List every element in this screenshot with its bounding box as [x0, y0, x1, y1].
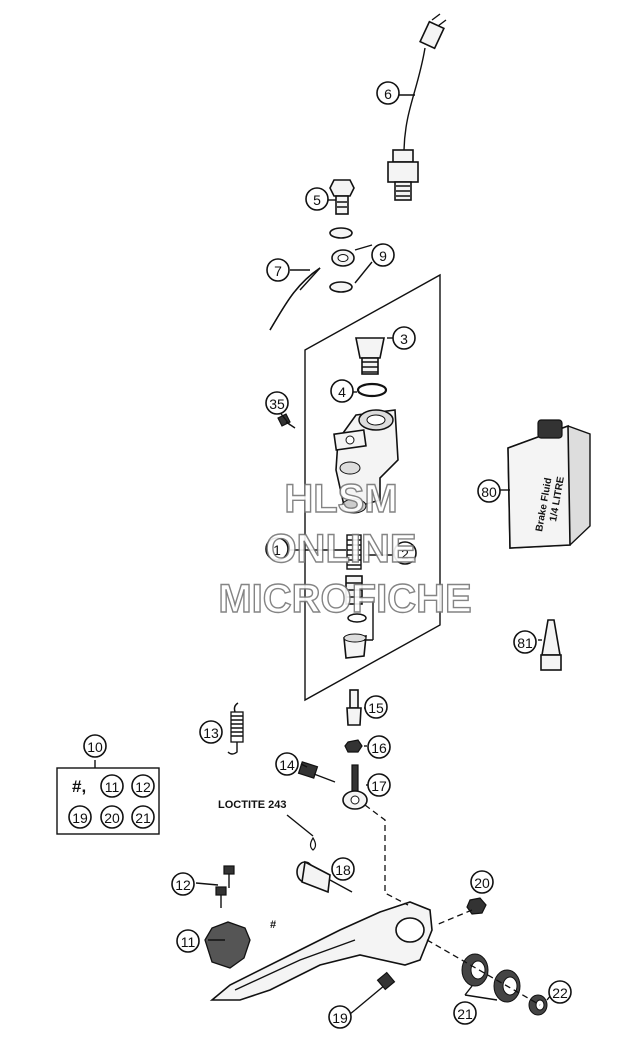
- kit-item-11: 11: [100, 774, 124, 798]
- pedal-step: [204, 921, 251, 969]
- loctite-label: LOCTITE 243: [218, 799, 286, 811]
- kit-item-number: 20: [104, 810, 120, 826]
- callout-number: 81: [517, 635, 533, 651]
- lever-bolt: [354, 971, 396, 1011]
- callout-number: 12: [175, 877, 191, 893]
- callout-22: 22: [548, 980, 572, 1004]
- callout-81: 81: [513, 630, 537, 654]
- pushrod: [346, 689, 362, 726]
- callout-12: 12: [171, 872, 195, 896]
- callout-number: 6: [384, 86, 392, 102]
- kit-item-number: 21: [135, 810, 151, 826]
- callout-80: 80: [477, 479, 501, 503]
- callout-number: 14: [279, 757, 295, 773]
- callout-14: 14: [275, 752, 299, 776]
- callout-7: 7: [266, 258, 290, 282]
- watermark: HLSM ONLINE MICROFICHE: [218, 476, 473, 621]
- callout-number: 15: [368, 700, 384, 716]
- bearing-a: [461, 953, 489, 987]
- o-ring: [356, 382, 388, 398]
- callout-35: 35: [265, 391, 289, 415]
- callout-number: 19: [332, 1010, 348, 1026]
- callout-15: 15: [364, 695, 388, 719]
- callout-2: 2: [393, 541, 417, 565]
- small-screw: [277, 413, 296, 429]
- plug: [540, 619, 562, 671]
- brake-fluid-can: Brake Fluid 1/4 LITRE: [507, 419, 591, 549]
- callout-number: 13: [203, 725, 219, 741]
- callout-11: 11: [176, 929, 200, 953]
- callout-10: 10: [83, 734, 107, 758]
- kit-item-number: 12: [135, 779, 151, 795]
- callout-number: 3: [400, 331, 408, 347]
- kit-item-number: 19: [72, 810, 88, 826]
- washer-upper: [329, 227, 353, 239]
- callout-18: 18: [331, 857, 355, 881]
- callout-5: 5: [305, 187, 329, 211]
- callout-number: 16: [371, 740, 387, 756]
- callout-number: 17: [371, 778, 387, 794]
- step-screws: [215, 865, 235, 908]
- clevis: [342, 764, 368, 810]
- callout-1: 1: [265, 537, 289, 561]
- kit-item-19: 19: [68, 805, 92, 829]
- callout-number: 21: [457, 1006, 473, 1022]
- callout-16: 16: [367, 735, 391, 759]
- kit-item-12: 12: [131, 774, 155, 798]
- callout-20: 20: [470, 870, 494, 894]
- callout-9: 9: [371, 243, 395, 267]
- pivot-bolt-18: [296, 860, 353, 894]
- lever-nut: [466, 897, 487, 915]
- piston-spring: [346, 534, 362, 570]
- callout-number: 2: [401, 546, 409, 562]
- callout-number: 22: [552, 985, 568, 1001]
- watermark-line-2: ONLINE: [265, 527, 416, 571]
- kit-box: #, 11 12 19 20 21: [56, 767, 160, 835]
- bushing: [528, 994, 548, 1016]
- kit-box-prefix: #,: [72, 777, 86, 796]
- banjo-bolt: [329, 179, 355, 215]
- brake-light-switch: [387, 13, 447, 201]
- piston: [343, 575, 367, 659]
- callout-3: 3: [392, 326, 416, 350]
- callout-number: 4: [338, 384, 346, 400]
- reservoir-cap: [355, 337, 385, 375]
- kit-item-number: 11: [105, 779, 120, 795]
- brake-hose: [269, 249, 355, 331]
- return-spring: [227, 702, 244, 755]
- callout-number: 18: [335, 862, 351, 878]
- nut: [344, 739, 363, 753]
- kit-item-21: 21: [131, 805, 155, 829]
- loctite-drop: [309, 836, 317, 851]
- callout-number: 5: [313, 192, 321, 208]
- washer-lower: [329, 281, 353, 293]
- watermark-line-1: HLSM: [284, 477, 397, 521]
- callout-number: 80: [481, 484, 497, 500]
- master-cylinder-body: [333, 409, 399, 514]
- brake-lever: [209, 901, 433, 1001]
- lever-mark: #: [270, 919, 276, 931]
- callout-number: 11: [181, 934, 196, 950]
- callout-number: 1: [273, 542, 281, 558]
- callout-13: 13: [199, 720, 223, 744]
- callout-4: 4: [330, 379, 354, 403]
- callout-21: 21: [453, 1001, 477, 1025]
- callout-number: 7: [274, 263, 282, 279]
- watermark-line-3: MICROFICHE: [218, 577, 471, 621]
- kit-item-20: 20: [100, 805, 124, 829]
- callout-number: 35: [269, 396, 285, 412]
- callout-6: 6: [376, 81, 400, 105]
- callout-number: 10: [87, 739, 103, 755]
- callout-19: 19: [328, 1005, 352, 1029]
- callout-17: 17: [367, 773, 391, 797]
- callout-number: 20: [474, 875, 490, 891]
- callout-number: 9: [379, 248, 387, 264]
